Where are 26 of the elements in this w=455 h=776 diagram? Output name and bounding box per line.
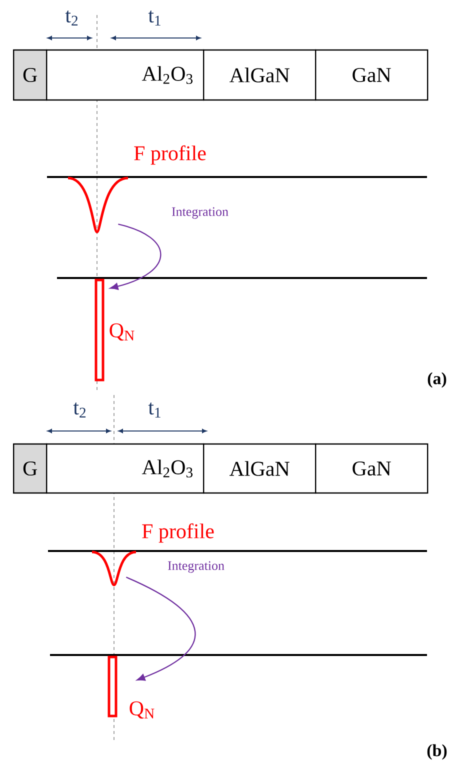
charge-bar <box>94 278 104 382</box>
charge-label: Q$_{N}$ <box>110 323 134 341</box>
edge-label: Integration <box>166 560 226 574</box>
layer-box: AlGaN <box>203 49 316 101</box>
charge-bar <box>108 656 118 718</box>
dimension-label: t$_{1}$ <box>148 402 160 418</box>
layer-box: AlGaN <box>203 443 316 494</box>
profile-label: F profile <box>134 145 206 165</box>
dimension-label: t$_{2}$ <box>73 402 86 418</box>
panel-label: (b) <box>427 744 447 760</box>
profile-label: F profile <box>142 523 214 543</box>
dimension-label: t$_{1}$ <box>148 10 160 26</box>
layer-box: Al$_{2}$O$_{3}$ <box>46 443 204 494</box>
profile-curve <box>68 176 128 234</box>
dimension-label: t$_{2}$ <box>65 10 78 26</box>
edge-label: Integration <box>170 206 230 220</box>
layer-box: Al$_{2}$O$_{3}$ <box>46 49 204 101</box>
charge-label: Q$_{N}$ <box>130 701 154 719</box>
arrow <box>110 224 162 290</box>
panel-label: (a) <box>428 372 446 388</box>
layer-box: G <box>13 49 48 101</box>
layer-box: GaN <box>315 443 428 494</box>
layer-box: G <box>13 443 48 494</box>
profile-curve <box>92 550 136 586</box>
layer-box: GaN <box>315 49 428 101</box>
arrow <box>126 576 196 681</box>
